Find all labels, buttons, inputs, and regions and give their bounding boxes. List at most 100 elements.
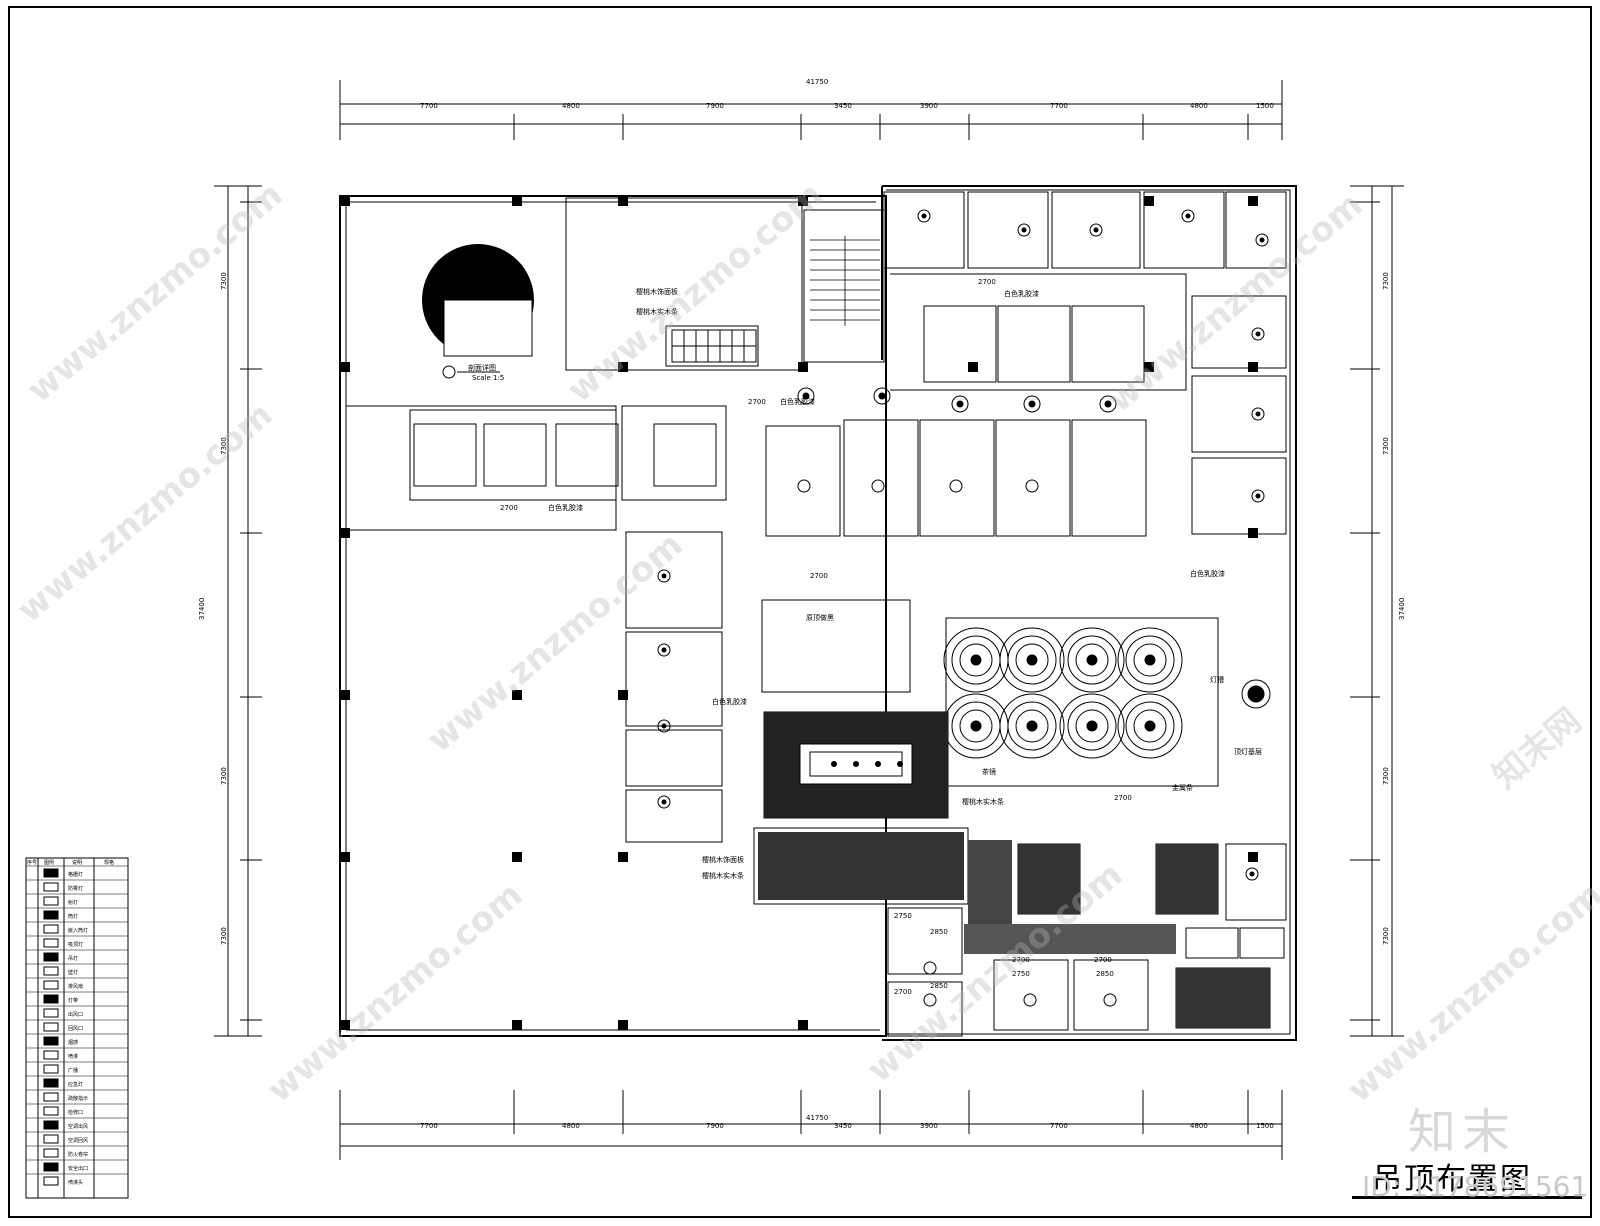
legend-header-no: 序号 bbox=[27, 859, 37, 866]
dim-left-seg-5: 7300 bbox=[220, 927, 228, 945]
ceiling-lights bbox=[657, 209, 1271, 1007]
legend-row-icon bbox=[43, 966, 59, 976]
note-height-1: 2700 bbox=[978, 278, 996, 286]
legend-row-label: 烟感 bbox=[68, 1039, 78, 1046]
dim-right-seg-1: 7300 bbox=[1382, 272, 1390, 290]
note-white-latex-5: 白色乳胶漆 bbox=[712, 697, 747, 706]
note-wood-panel-2: 樱桃木饰面板 bbox=[702, 855, 744, 864]
dim-bseg-3: 7900 bbox=[706, 1122, 724, 1130]
legend-row-icon bbox=[43, 1078, 59, 1088]
legend-row-icon bbox=[43, 1092, 59, 1102]
dim-left-total: 37400 bbox=[198, 598, 206, 620]
legend-row-label: 吊灯 bbox=[68, 955, 78, 962]
dim-bseg-4: 3450 bbox=[834, 1122, 852, 1130]
legend-row-label: 吸顶灯 bbox=[68, 941, 83, 948]
note-height-2: 2700 bbox=[748, 398, 766, 406]
right-dimension-line bbox=[1350, 185, 1404, 1037]
note-wood-strip-2: 樱桃木实木条 bbox=[962, 797, 1004, 806]
dim-seg-2: 4800 bbox=[562, 102, 580, 110]
round-ceiling-features bbox=[943, 627, 1183, 759]
dim-bseg-6: 7700 bbox=[1050, 1122, 1068, 1130]
legend-header-icon: 图例 bbox=[44, 859, 54, 866]
note-height-13: 2850 bbox=[930, 982, 948, 990]
detail-scale: Scale 1:5 bbox=[472, 374, 504, 382]
legend-row-label: 喷淋头 bbox=[68, 1179, 83, 1186]
legend-row-label: 疏散指示 bbox=[68, 1095, 88, 1102]
legend-row-icon bbox=[43, 882, 59, 892]
legend-row-icon bbox=[43, 1120, 59, 1130]
outer-walls bbox=[339, 185, 1297, 1041]
legend-row-label: 防雾灯 bbox=[68, 885, 83, 892]
note-height-5: 2700 bbox=[1114, 794, 1132, 802]
dim-seg-3: 7900 bbox=[706, 102, 724, 110]
watermark-brand: 知末 bbox=[1408, 1104, 1517, 1160]
legend-header-desc: 说明 bbox=[72, 859, 82, 866]
legend-row-icon bbox=[43, 1106, 59, 1116]
dim-right-total: 37400 bbox=[1398, 598, 1406, 620]
dim-left-seg-2: 7300 bbox=[220, 437, 228, 455]
legend-row-icon bbox=[43, 1036, 59, 1046]
detail-label: 剖面详图 bbox=[468, 363, 496, 372]
hatched-ceilings bbox=[758, 712, 1270, 1028]
column-grid bbox=[340, 196, 1258, 1030]
dim-seg-1: 7700 bbox=[420, 102, 438, 110]
legend-row-label: 出风口 bbox=[68, 1011, 83, 1018]
dim-top-total: 41750 bbox=[806, 78, 828, 86]
note-height-10: 2750 bbox=[1012, 970, 1030, 978]
legend-row-label: 射灯 bbox=[68, 899, 78, 906]
wood-grid-panel bbox=[671, 329, 757, 363]
dim-bseg-5: 3900 bbox=[920, 1122, 938, 1130]
note-wood-strip-3: 樱桃木实木条 bbox=[702, 871, 744, 880]
note-height-12: 2700 bbox=[894, 988, 912, 996]
note-height-11: 2850 bbox=[1096, 970, 1114, 978]
legend-row-icon bbox=[43, 896, 59, 906]
legend-row-icon bbox=[43, 868, 59, 878]
note-white-latex-4: 白色乳胶漆 bbox=[1190, 569, 1225, 578]
dim-seg-8: 1500 bbox=[1256, 102, 1274, 110]
dim-bseg-1: 7700 bbox=[420, 1122, 438, 1130]
legend-row-icon bbox=[43, 924, 59, 934]
note-white-latex-1: 白色乳胶漆 bbox=[1004, 289, 1039, 298]
top-dimension-line bbox=[339, 80, 1283, 140]
dim-seg-4: 3450 bbox=[834, 102, 852, 110]
legend-row-icon bbox=[43, 1148, 59, 1158]
legend-row-label: 筒灯 bbox=[68, 913, 78, 920]
legend-row-icon bbox=[43, 910, 59, 920]
legend-row-label: 格栅灯 bbox=[68, 871, 83, 878]
detail-circle bbox=[422, 244, 534, 379]
dim-bseg-8: 1500 bbox=[1256, 1122, 1274, 1130]
dim-right-seg-2: 7300 bbox=[1382, 437, 1390, 455]
note-metal-strip: 金属条 bbox=[1172, 783, 1193, 792]
note-height-9: 2700 bbox=[1094, 956, 1112, 964]
dim-bseg-7: 4800 bbox=[1190, 1122, 1208, 1130]
note-height-6: 2750 bbox=[894, 912, 912, 920]
legend-row-icon bbox=[43, 1050, 59, 1060]
drawing-frame bbox=[8, 6, 1592, 1218]
legend-row-icon bbox=[43, 938, 59, 948]
legend-row-icon bbox=[43, 1162, 59, 1172]
watermark-id: ID: 1178691561 bbox=[1362, 1170, 1589, 1203]
dim-seg-7: 4800 bbox=[1190, 102, 1208, 110]
legend-row-label: 空调回风 bbox=[68, 1137, 88, 1144]
legend-row-label: 应急灯 bbox=[68, 1081, 83, 1088]
legend-row-icon bbox=[43, 980, 59, 990]
dim-seg-5: 3900 bbox=[920, 102, 938, 110]
legend-row-label: 广播 bbox=[68, 1067, 78, 1074]
note-light-base: 顶灯基层 bbox=[1234, 747, 1262, 756]
title-underline bbox=[1352, 1196, 1582, 1199]
note-light-trough: 灯槽 bbox=[1210, 675, 1224, 684]
note-ceiling-layer: 原顶做黑 bbox=[806, 613, 834, 622]
legend-row-icon bbox=[43, 1064, 59, 1074]
legend-header-spec: 规格 bbox=[104, 859, 114, 866]
lighting-grid bbox=[831, 761, 903, 767]
legend-row-label: 喷淋 bbox=[68, 1053, 78, 1060]
dim-left-seg-4: 7300 bbox=[220, 767, 228, 785]
left-dimension-line bbox=[214, 185, 262, 1037]
legend-row-label: 检修口 bbox=[68, 1109, 83, 1116]
legend-row-label: 安全出口 bbox=[68, 1165, 88, 1172]
legend-row-icon bbox=[43, 1134, 59, 1144]
legend-row-icon bbox=[43, 952, 59, 962]
stair bbox=[810, 236, 880, 326]
note-height-4: 2700 bbox=[810, 572, 828, 580]
